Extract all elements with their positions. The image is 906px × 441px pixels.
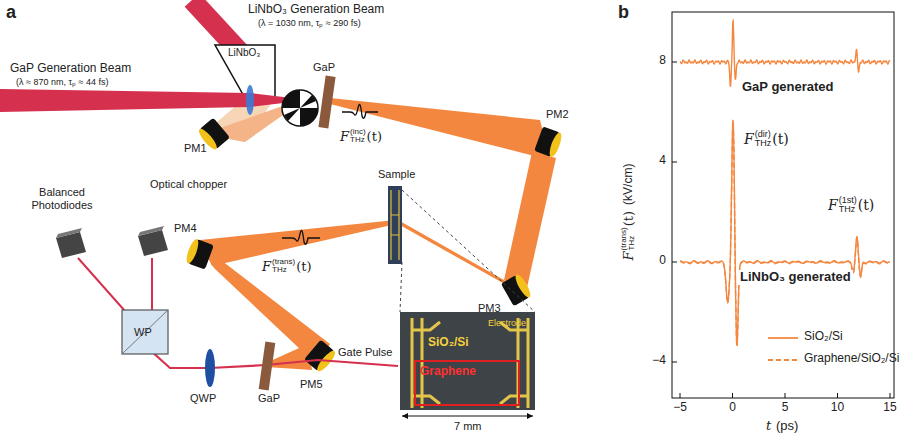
legend-sample [768,337,798,339]
tick-label: −4 [634,354,666,368]
signal-trace [680,21,890,87]
inset-label: Electrode [488,318,526,328]
part-label: Balanced Photodiodes [22,186,102,211]
part-label: Optical chopper [150,178,227,191]
mirror-label: PM5 [300,378,323,391]
legend-sample [768,359,798,361]
subscript: THz [839,205,857,214]
inset-label: SiO₂/Si [428,336,469,350]
tick-label: 5 [770,401,800,415]
mirror-label: PM1 [184,142,207,155]
tick-label: 8 [634,54,666,68]
subscript: THz [272,266,295,274]
panel-letter: b [618,2,629,23]
field-symbol: F(inc)THz(t) [340,128,382,144]
symbol-base: F [621,251,636,260]
signal-trace [680,121,890,346]
symbol-base: F [828,197,838,213]
graphene-region: Graphene [414,360,520,406]
superscript: (trans) [620,227,628,250]
field-symbol: F(1st)THz(t) [826,196,876,214]
argument: (t) [296,259,311,274]
superscript: (trans) [272,258,295,266]
symbol-base: F [340,129,349,144]
trace-label: GaP generated [742,80,834,95]
axis-title: (ps) [776,419,798,434]
script-stack: (dir)THz [755,130,772,148]
legend-text: SiO₂/Si [804,330,843,344]
axis-unit: (kV/cm) [621,164,635,205]
tick-label: 10 [823,401,853,415]
argument: (t) [367,129,382,144]
field-symbol: F(trans)THz(t) (kV/cm) [620,164,636,261]
tick-label: 0 [718,401,748,415]
part-label: Sample [378,168,415,181]
tick-label: −5 [665,401,695,415]
subscript: THz [755,139,772,148]
mirror-label: PM4 [174,222,197,235]
tick-label: 4 [634,154,666,168]
field-symbol: F(trans)THz(t) [262,258,312,274]
crystal-label: GaP [313,61,335,74]
dimension: 7 mm [452,420,484,433]
crystal-label: LiNbO₃ [228,47,260,59]
panel-letter: a [6,2,16,23]
signal-trace [680,121,890,346]
part-label: WP [134,326,152,339]
script-stack: (1st)THz [839,196,857,214]
superscript: (inc) [350,128,366,136]
mirror-label: PM2 [546,108,569,121]
script-stack: (inc)THz [350,128,366,144]
tick-label: 0 [634,254,666,268]
mirror-label: PM3 [478,302,501,315]
superscript: (1st) [839,196,857,205]
beam-label: LiNbO₃ Generation Beam [248,3,384,17]
argument: (t) [621,211,636,226]
legend-text: Graphene/SiO₂/Si [804,352,899,366]
crystal-label: GaP [258,392,280,405]
symbol-base: F [744,131,754,147]
script-stack: (trans)THz [620,227,636,250]
argument: (t) [772,131,789,147]
superscript: (dir) [755,130,772,139]
axis-title: t [766,419,771,434]
symbol-base: F [262,259,271,274]
part-label: QWP [190,392,216,405]
subscript: THz [350,136,366,144]
subscript: THz [628,227,636,250]
script-stack: (trans)THz [272,258,295,274]
region-label: Graphene [416,362,518,380]
trace-label: LiNbO₃ generated [738,270,853,285]
beam-label: Gate Pulse [338,346,392,359]
beam-parameters: (λ = 1030 nm, τₚ ≈ 290 fs) [258,18,361,28]
beam-label: GaP Generation Beam [10,62,131,76]
tick-label: 15 [875,401,905,415]
field-symbol: F(dir)THz(t) [742,130,791,148]
argument: (t) [858,197,875,213]
beam-parameters: (λ ≈ 870 nm, τₚ ≈ 44 fs) [16,77,108,87]
